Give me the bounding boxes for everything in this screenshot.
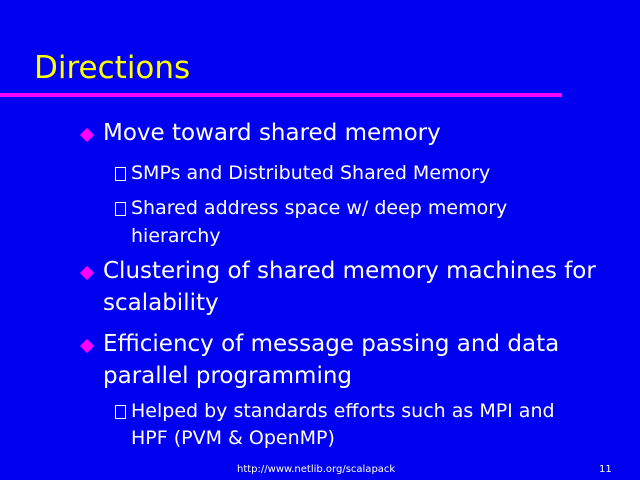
bullet-text: scalability [103,290,219,316]
bullet-text: parallel programming [103,363,353,389]
box-bullet-icon [115,202,126,216]
slide-title: Directions [34,50,191,86]
diamond-bullet-icon [79,127,95,143]
sub-bullet-text: Helped by standards efforts such as MPI … [131,400,555,422]
footer-url: http://www.netlib.org/scalapack [237,464,396,475]
bullet-text: Move toward shared memory [103,120,441,146]
title-divider [0,93,562,97]
box-bullet-icon [115,167,126,181]
bullet-text: Efficiency of message passing and data [103,331,560,357]
bullet-text: Clustering of shared memory machines for [103,258,596,284]
diamond-bullet-icon [79,338,95,354]
page-number: 11 [599,464,612,475]
sub-bullet-text: Shared address space w/ deep memory [131,197,508,219]
box-bullet-icon [115,405,126,419]
sub-bullet-text: hierarchy [131,225,221,247]
sub-bullet-text: SMPs and Distributed Shared Memory [131,162,491,184]
sub-bullet-text: HPF (PVM & OpenMP) [131,427,335,449]
diamond-bullet-icon [79,265,95,281]
